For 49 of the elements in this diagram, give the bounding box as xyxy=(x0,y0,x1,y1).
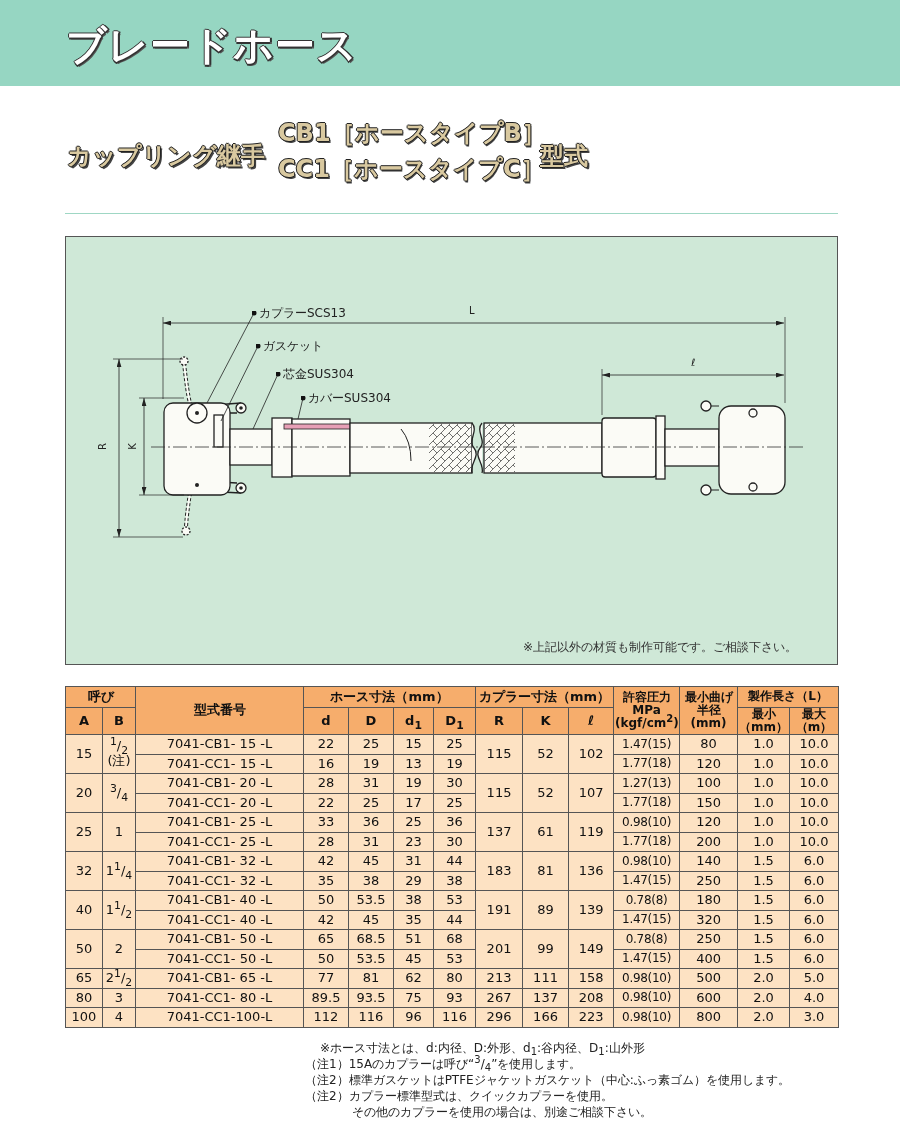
header-cell: 型式番号 xyxy=(135,686,304,735)
callout-label: ガスケット xyxy=(263,339,323,353)
table-cell: 115 xyxy=(475,773,523,813)
table-cell: 191 xyxy=(475,890,523,930)
dimension-label: K xyxy=(126,443,138,450)
header-cell: カプラー寸法（mm） xyxy=(475,686,614,708)
header-cell: A xyxy=(65,707,103,735)
table-cell: 119 xyxy=(568,812,614,852)
footnote: その他のカプラーを使用の場合は、別途ご相談下さい。 xyxy=(352,1104,652,1120)
table-cell: 149 xyxy=(568,929,614,969)
footnote: （注2）標準ガスケットはPTFEジャケットガスケット（中心:ふっ素ゴム）を使用します。 xyxy=(305,1072,790,1088)
header-cell: 最小（mm） xyxy=(737,707,790,735)
table-cell: 201 xyxy=(475,929,523,969)
table-cell: 15 xyxy=(65,734,103,774)
table-cell: 115 xyxy=(475,734,523,774)
table-cell: 20 xyxy=(65,773,103,813)
table-cell: 32 xyxy=(65,851,103,891)
dimension-label: R xyxy=(97,443,108,450)
header-cell: ホース寸法（mm） xyxy=(303,686,476,708)
table-cell: 52 xyxy=(522,773,569,813)
header-cell: 許容圧力 MPa (kgf/cm$^{2}$) xyxy=(613,686,680,735)
header-cell: 呼び xyxy=(65,686,136,708)
table-cell: 81 xyxy=(522,851,569,891)
table-cell: 40 xyxy=(65,890,103,930)
table-cell: 102 xyxy=(568,734,614,774)
dimension-label: ℓ xyxy=(691,357,696,368)
subtitle: カップリング継手 xyxy=(67,141,265,172)
dimension-label: L xyxy=(469,305,475,316)
footnote: （注1）15Aのカプラーは呼び“$^{3}$/$_{4}$”を使用します。 xyxy=(305,1056,582,1072)
header-cell: 最小曲げ半径(mm) xyxy=(679,686,738,735)
callout-label: カプラーSCS13 xyxy=(259,306,346,320)
footnote: ※ホース寸法とは、d:内径、D:外形、d$_{1}$:谷内径、D$_{1}$:山外形 xyxy=(320,1040,645,1056)
header-cell: 製作長さ（L） xyxy=(737,686,839,708)
footnote: （注2）カプラー標準型式は、クイックカプラーを使用。 xyxy=(305,1088,613,1104)
table-cell: 61 xyxy=(522,812,569,852)
table-cell: 89 xyxy=(522,890,569,930)
table-cell: 139 xyxy=(568,890,614,930)
table-cell: 99 xyxy=(522,929,569,969)
table-cell: 50 xyxy=(65,929,103,969)
table-cell: 52 xyxy=(522,734,569,774)
table-cell: 137 xyxy=(475,812,523,852)
table-cell: 136 xyxy=(568,851,614,891)
callout-label: カバーSUS304 xyxy=(308,391,391,405)
table-cell: 107 xyxy=(568,773,614,813)
title: ブレードホース xyxy=(66,21,358,70)
callout-label: 芯金SUS304 xyxy=(283,367,354,381)
table-cell: 183 xyxy=(475,851,523,891)
table-cell: 25 xyxy=(65,812,103,852)
note-text: ※上記以外の材質も制作可能です。ご相談下さい。 xyxy=(522,639,797,656)
